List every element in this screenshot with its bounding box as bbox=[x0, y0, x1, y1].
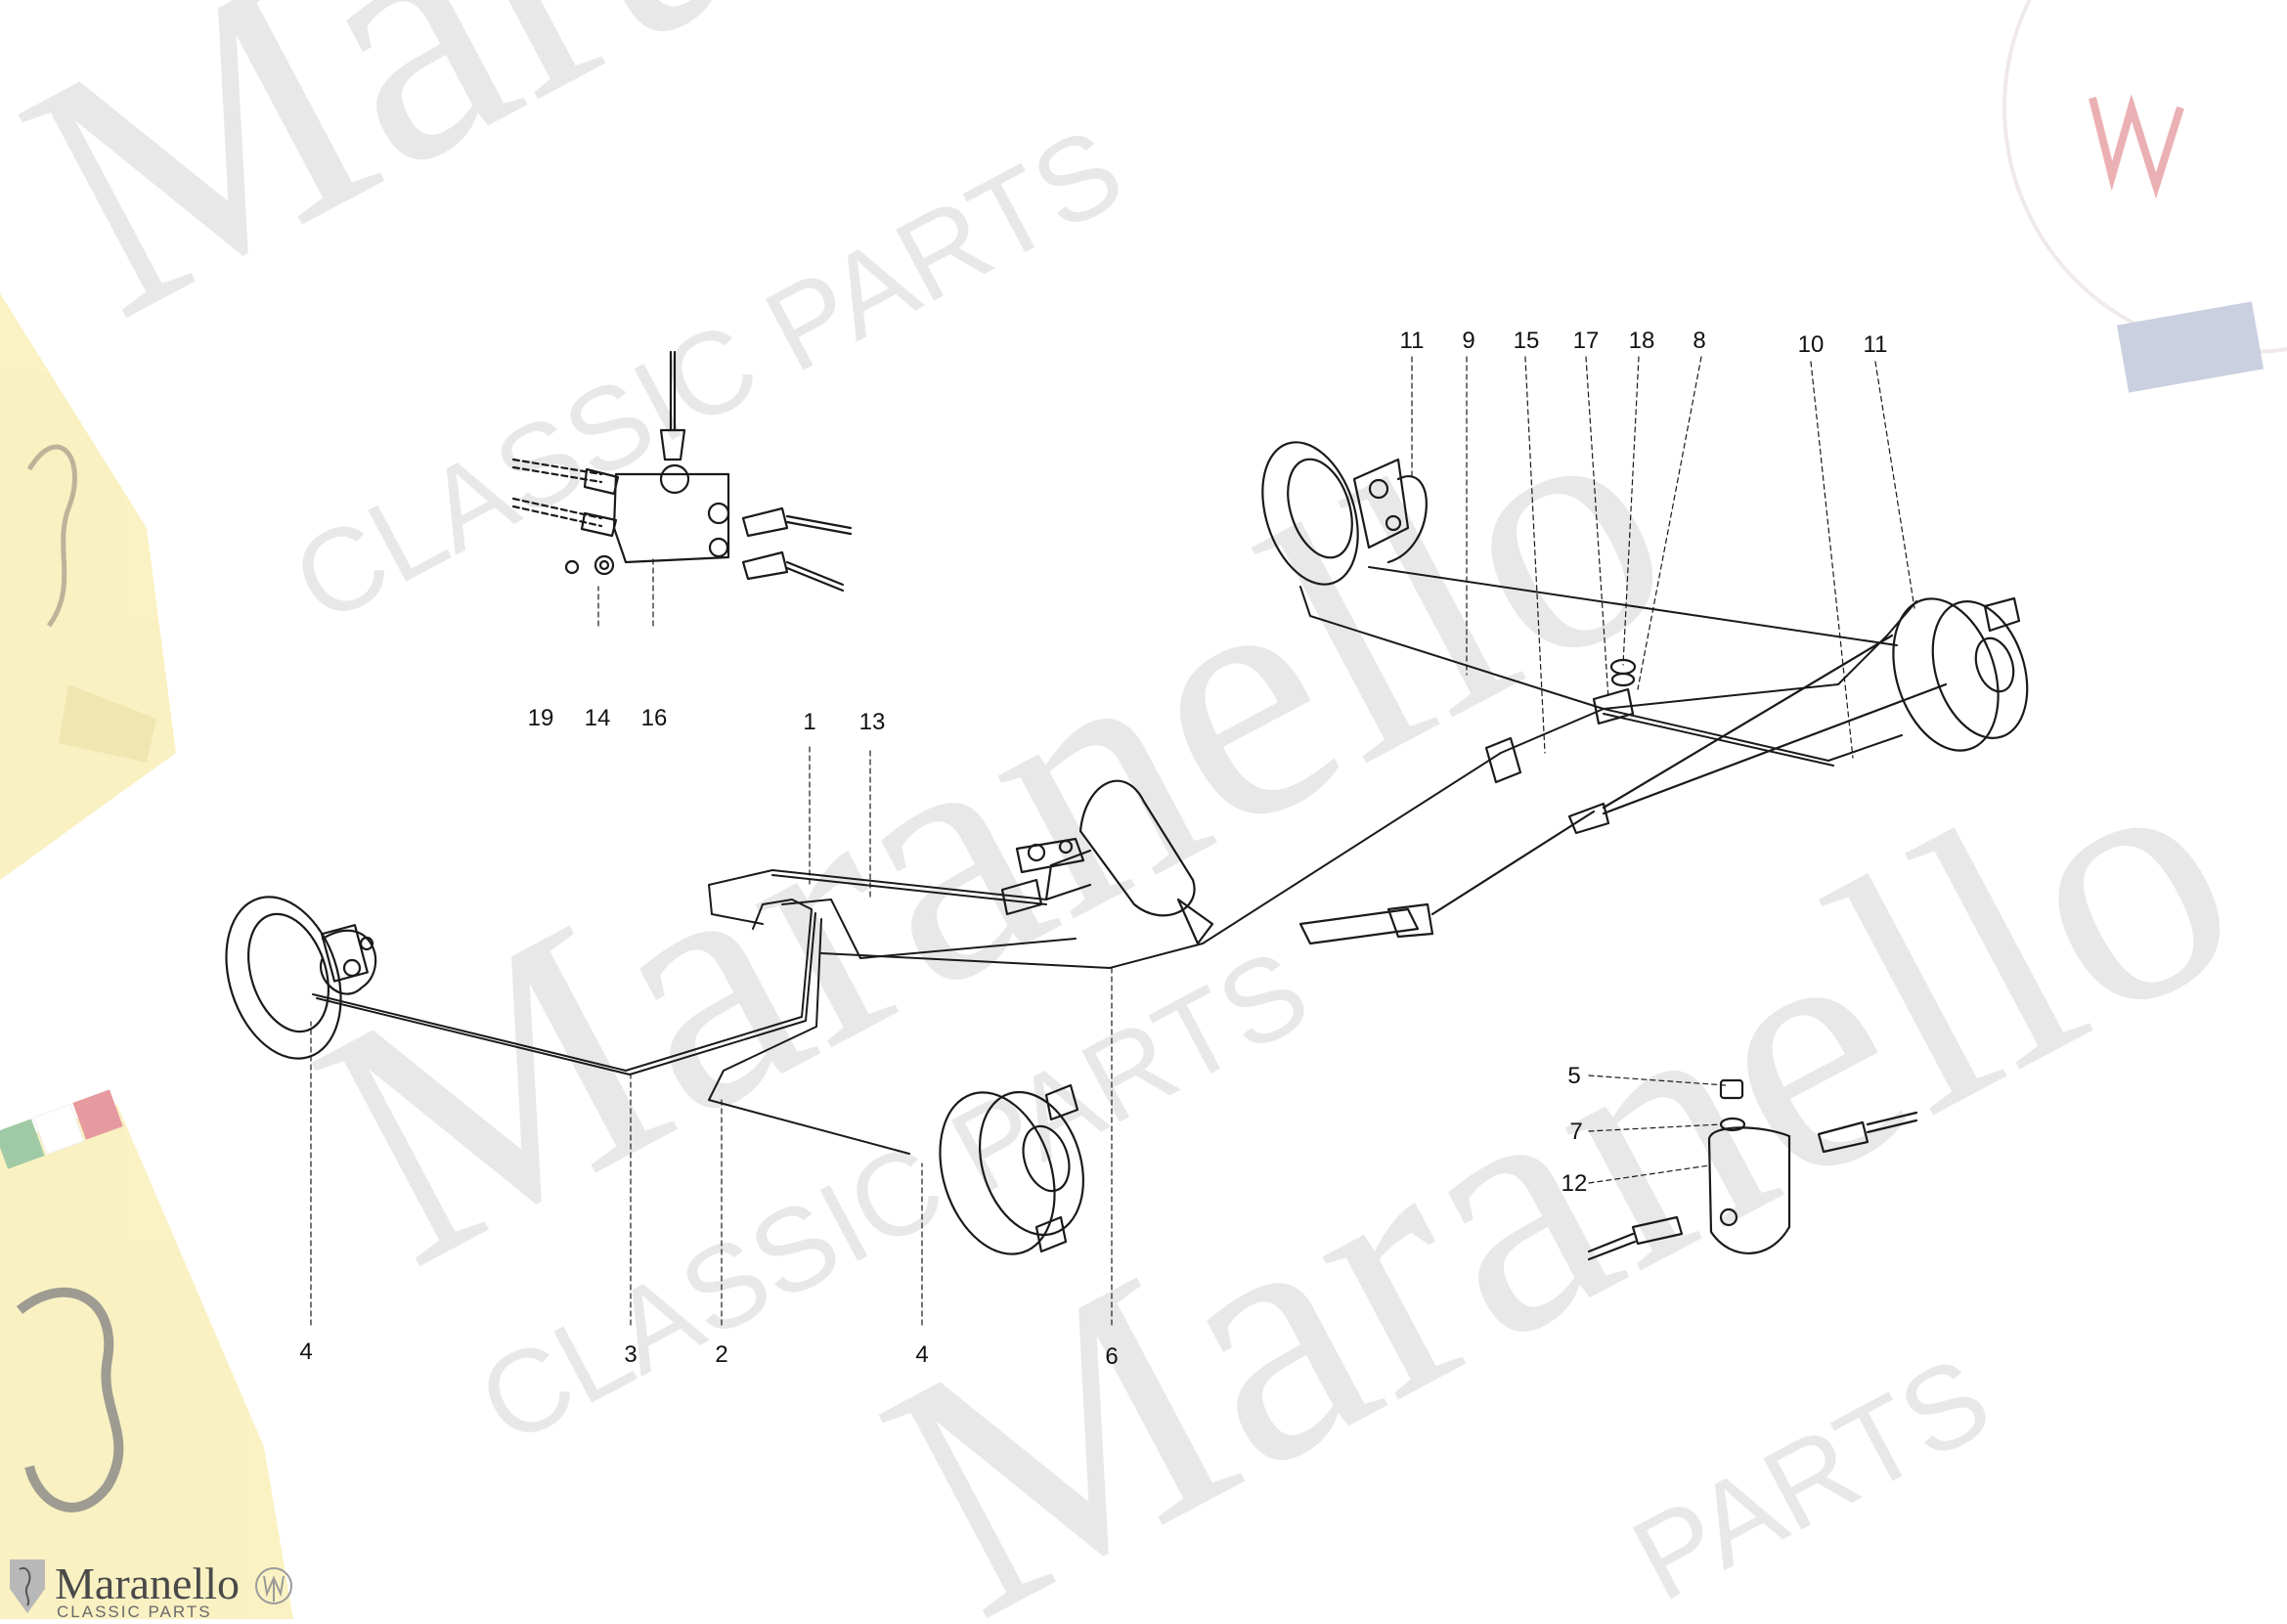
watermark-tagline: PARTS bbox=[1612, 1332, 2009, 1619]
callout-14: 14 bbox=[585, 705, 611, 731]
callout-10: 10 bbox=[1798, 331, 1825, 358]
tee-fitting-drawing bbox=[1592, 658, 1637, 725]
maserati-trident-icon bbox=[2002, 0, 2287, 393]
callout-19: 19 bbox=[528, 705, 554, 731]
callout-12: 12 bbox=[1561, 1170, 1588, 1197]
brand-name: Maranello bbox=[55, 1558, 240, 1608]
callout-15: 15 bbox=[1514, 328, 1540, 354]
callout-6: 6 bbox=[1105, 1343, 1118, 1370]
callout-3: 3 bbox=[624, 1341, 637, 1368]
rear-left-disc-drawing bbox=[1261, 441, 1428, 586]
callout-labels: 19 14 16 1 13 11 9 15 17 18 8 10 11 4 3 … bbox=[299, 328, 1887, 1370]
front-left-disc-drawing bbox=[225, 896, 377, 1060]
callout-11: 11 bbox=[1400, 328, 1425, 354]
valve-inset-drawing bbox=[511, 350, 853, 593]
leader-lines bbox=[310, 356, 1915, 1326]
callout-9: 9 bbox=[1462, 328, 1474, 354]
brand-tagline: CLASSIC PARTS bbox=[57, 1602, 212, 1619]
callout-16: 16 bbox=[641, 705, 668, 731]
callout-8: 8 bbox=[1693, 328, 1705, 354]
callout-4: 4 bbox=[915, 1341, 928, 1368]
callout-7: 7 bbox=[1569, 1119, 1582, 1145]
callout-5: 5 bbox=[1567, 1063, 1580, 1089]
brake-diagram bbox=[225, 350, 2029, 1326]
callout-1: 1 bbox=[803, 709, 815, 735]
callout-18: 18 bbox=[1629, 328, 1655, 354]
rear-right-disc-drawing bbox=[1892, 596, 2029, 752]
handbrake-drawing bbox=[1298, 634, 1948, 945]
brake-pipes bbox=[312, 566, 1917, 1155]
callout-11: 11 bbox=[1864, 331, 1888, 358]
maserati-trident-icon bbox=[255, 1567, 292, 1604]
callout-17: 17 bbox=[1573, 328, 1600, 354]
callout-2: 2 bbox=[715, 1341, 727, 1368]
ferrari-shield-icon bbox=[0, 293, 176, 880]
callout-4: 4 bbox=[299, 1339, 312, 1365]
ferrari-shield-icon bbox=[0, 1089, 293, 1619]
front-right-disc-drawing bbox=[939, 1083, 1085, 1255]
valve-inset-drawing-2 bbox=[1587, 1078, 1918, 1261]
callout-13: 13 bbox=[859, 709, 886, 735]
brand-logo: Maranello CLASSIC PARTS bbox=[10, 1558, 292, 1621]
master-cylinder-drawing bbox=[1000, 779, 1214, 945]
ferrari-shield-icon bbox=[10, 1559, 45, 1613]
